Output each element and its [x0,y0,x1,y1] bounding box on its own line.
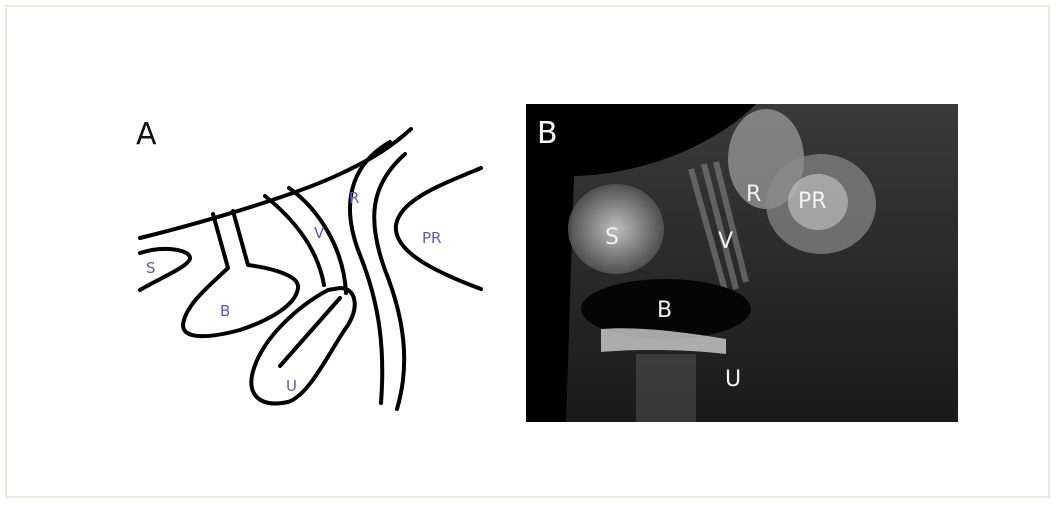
ultrasound-image [526,104,958,422]
label-r: R [349,189,359,207]
u-inner-line [280,298,340,366]
label-u: U [286,377,297,395]
label-pr: PR [422,229,441,247]
us-label-u: U [725,369,741,391]
us-label-r: R [746,184,761,206]
us-label-pr: PR [798,191,827,213]
panel-b-letter: B [537,119,558,149]
label-v: V [314,224,325,242]
us-label-s: S [605,227,619,249]
panel-b-ultrasound: B S V R PR B U [526,104,958,422]
label-s: S [146,259,156,277]
upper-boundary-line [140,129,411,238]
b-outline [183,211,298,336]
u-outline [251,288,354,403]
label-b: B [220,302,230,320]
r-line-right [374,154,405,409]
us-label-v: V [718,231,733,253]
us-label-b: B [657,300,672,322]
us-u-shadow [636,354,696,422]
